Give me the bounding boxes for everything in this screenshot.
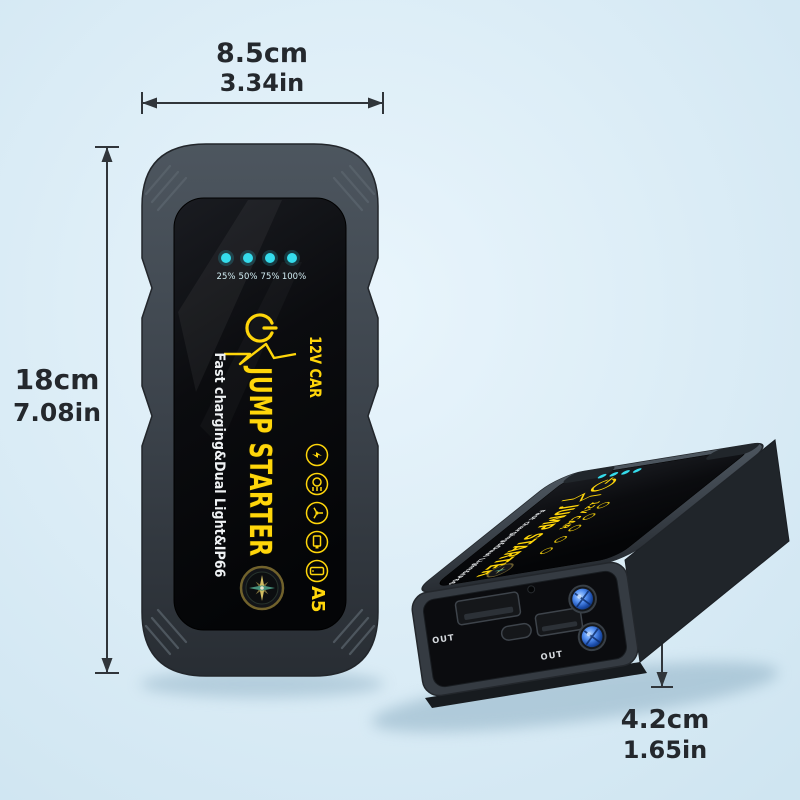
model-label: A5: [307, 586, 328, 612]
feature-icons-side: [539, 501, 610, 555]
dimension-width: 8.5cm 3.34in: [141, 38, 384, 114]
features-label: Fast charging&Dual Light&IP66: [211, 353, 227, 578]
battery-percent-label: 100%: [282, 272, 306, 282]
power-button-icon-side: [590, 477, 617, 492]
side-view-shadow: [371, 661, 779, 733]
corner-grip-ridges: [144, 164, 376, 656]
corner-bumper: [706, 443, 760, 460]
usb-a-port-2: [534, 607, 584, 637]
side-view-panel: [439, 449, 746, 586]
device-port-panel: OUT OUT: [411, 561, 639, 697]
battery-percent-label: 75%: [261, 272, 280, 282]
fan-icon: [305, 501, 329, 525]
panel-print: 12V CAR A5 JUMP STARTER: [211, 313, 329, 612]
battery-led: [221, 253, 231, 263]
depth-metric-label: 4.2cm: [621, 705, 710, 735]
width-imperial-label: 3.34in: [220, 69, 305, 97]
dimension-height: 18cm 7.08in: [13, 146, 119, 674]
dimension-depth: 4.2cm 1.65in: [621, 598, 710, 764]
power-button-icon: [245, 313, 278, 343]
panel-gloss: [178, 200, 282, 392]
lightning-line-side: [561, 492, 602, 502]
type-c-port: [500, 622, 532, 641]
battery-led: [287, 253, 297, 263]
voltage-label: 12V CAR: [306, 336, 325, 398]
front-view-shadow: [140, 670, 384, 698]
jump-cable-icon: [305, 443, 329, 467]
battery-indicator-side: [597, 468, 642, 479]
jump-starter-front-view: 25% 50% 75% 100% 12V CAR: [141, 143, 379, 677]
reset-hole: [527, 585, 536, 594]
compass-icon: [239, 565, 285, 611]
compass-icon-side: [486, 563, 514, 578]
out-label-2: OUT: [540, 648, 564, 662]
battery-indicator: 25% 50% 75% 100%: [217, 250, 306, 282]
battery-led: [243, 253, 253, 263]
battery-led: [265, 253, 275, 263]
phone-icon: [305, 559, 329, 583]
height-metric-label: 18cm: [15, 363, 100, 396]
height-imperial-label: 7.08in: [13, 398, 101, 427]
headlight-icon: [305, 472, 329, 496]
battery-icon: [305, 530, 329, 554]
device-bottom-edge: [425, 662, 647, 708]
feature-icons: [305, 443, 329, 583]
lightning-line: [224, 342, 297, 366]
front-panel: [173, 197, 347, 631]
width-metric-label: 8.5cm: [216, 38, 308, 69]
flashlight-led-2: [577, 622, 607, 652]
flashlight-led-1: [568, 584, 597, 614]
brand-label: JUMP STARTER: [242, 366, 277, 557]
corner-bumper: [563, 466, 615, 484]
usb-a-port-1: [454, 591, 522, 626]
battery-percent-label: 25%: [217, 272, 236, 282]
depth-imperial-label: 1.65in: [623, 736, 708, 764]
battery-percent-label: 50%: [239, 272, 258, 282]
out-label-1: OUT: [431, 632, 455, 646]
